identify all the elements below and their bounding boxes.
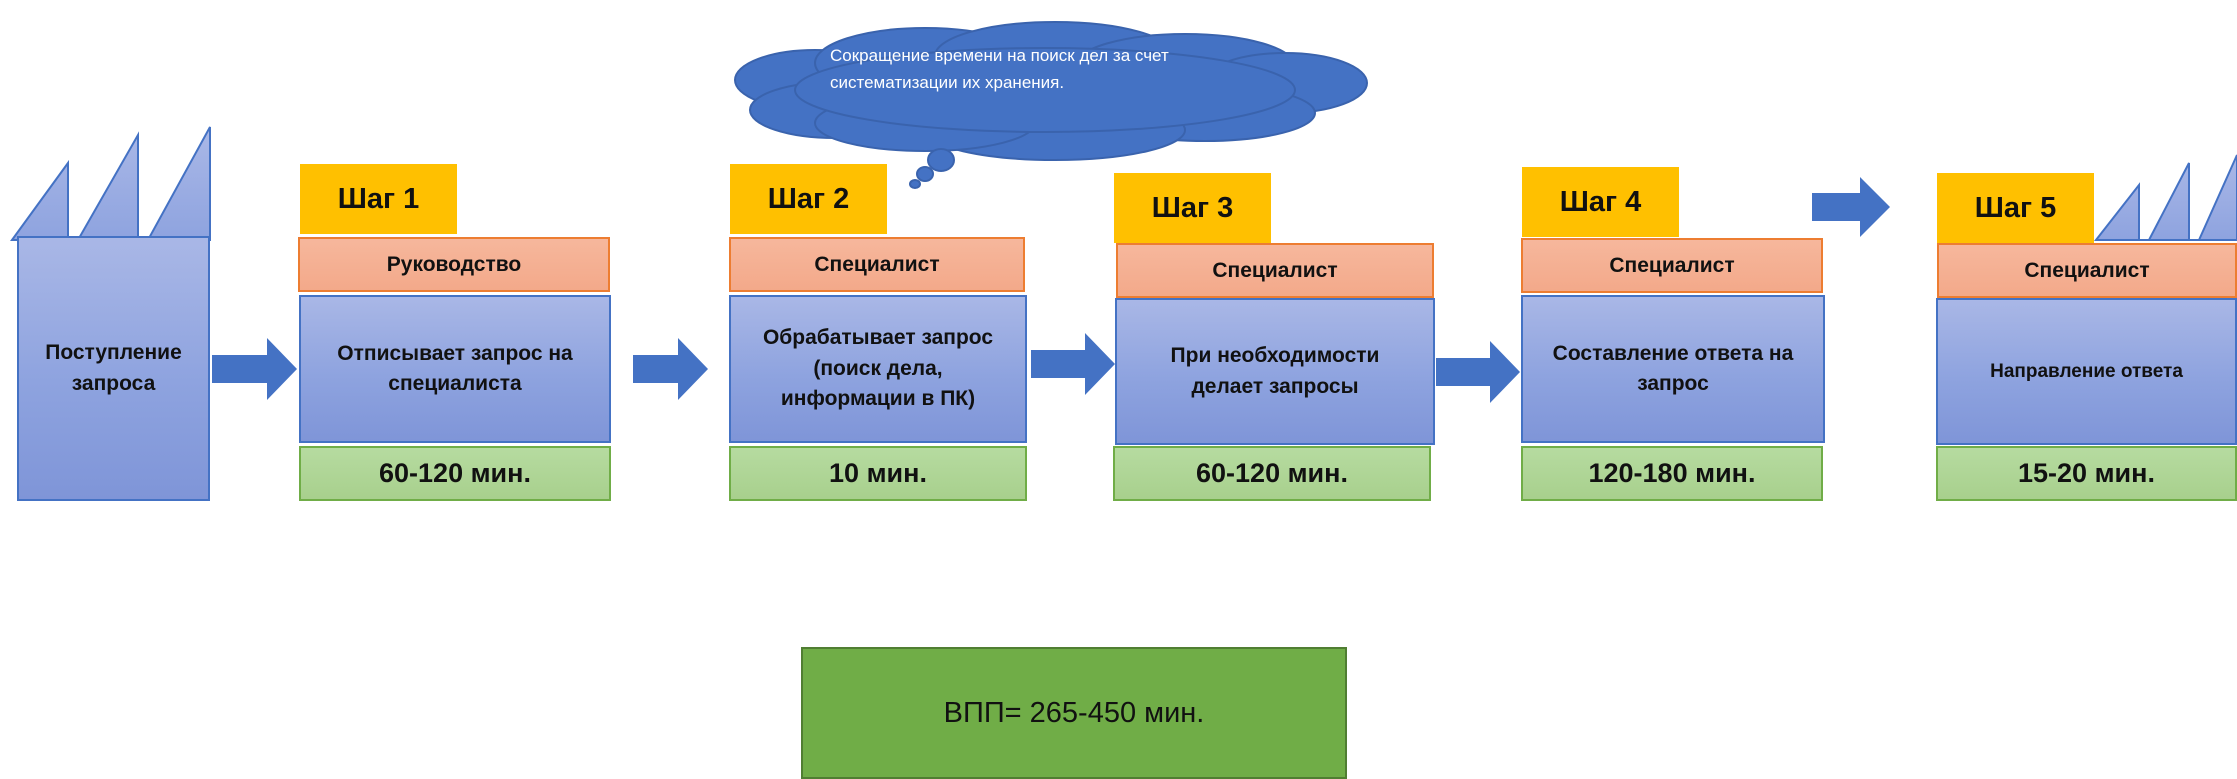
step-4-time: 120-180 мин. xyxy=(1521,446,1823,501)
step-3-role: Специалист xyxy=(1116,243,1434,298)
step-4-action: Составление ответа на запрос xyxy=(1552,341,1794,395)
arrow-right-icon xyxy=(633,338,708,400)
step-2-badge: Шаг 2 xyxy=(730,164,887,234)
step-5-process-box: Направление ответа xyxy=(1936,298,2237,445)
step-2-process-box: Обрабатывает запрос (поиск дела, информа… xyxy=(729,295,1027,443)
customer-factory-icon xyxy=(2093,154,2237,241)
total-lead-time-label: ВПП= 265-450 мин. xyxy=(943,696,1205,729)
step-1-badge: Шаг 1 xyxy=(300,164,457,234)
supplier-factory-icon xyxy=(10,126,211,241)
step-3-time: 60-120 мин. xyxy=(1113,446,1431,501)
step-2-time: 10 мин. xyxy=(729,446,1027,501)
step-1-role: Руководство xyxy=(298,237,610,292)
step-2-action: Обрабатывает запрос (поиск дела, информа… xyxy=(762,326,994,411)
step-5-action: Направление ответа xyxy=(1990,360,2183,382)
arrow-right-icon xyxy=(212,338,297,400)
step-5-badge: Шаг 5 xyxy=(1937,173,2094,243)
step-1-time: 60-120 мин. xyxy=(299,446,611,501)
step-3-process-box: При необходимости делает запросы xyxy=(1115,298,1435,445)
step-4-role: Специалист xyxy=(1521,238,1823,293)
step-3-action: При необходимости делает запросы xyxy=(1170,344,1380,398)
start-box: Поступление запроса xyxy=(17,236,210,501)
step-5-role: Специалист xyxy=(1937,243,2237,298)
cloud-note: Сокращение времени на поиск дел за счет … xyxy=(830,46,1169,93)
thought-cloud-shape xyxy=(734,21,1368,189)
arrow-right-icon xyxy=(1031,333,1115,395)
step-1-process-box: Отписывает запрос на специалиста xyxy=(299,295,611,443)
step-3-badge: Шаг 3 xyxy=(1114,173,1271,243)
step-2-role: Специалист xyxy=(729,237,1025,292)
total-lead-time-box: ВПП= 265-450 мин. xyxy=(801,647,1347,779)
step-5-time: 15-20 мин. xyxy=(1936,446,2237,501)
arrow-right-icon xyxy=(1812,177,1890,237)
step-4-process-box: Составление ответа на запрос xyxy=(1521,295,1825,443)
step-1-action: Отписывает запрос на специалиста xyxy=(337,341,573,395)
start-label: Поступление запроса xyxy=(45,341,182,395)
arrow-right-icon xyxy=(1436,341,1520,403)
step-4-badge: Шаг 4 xyxy=(1522,167,1679,237)
